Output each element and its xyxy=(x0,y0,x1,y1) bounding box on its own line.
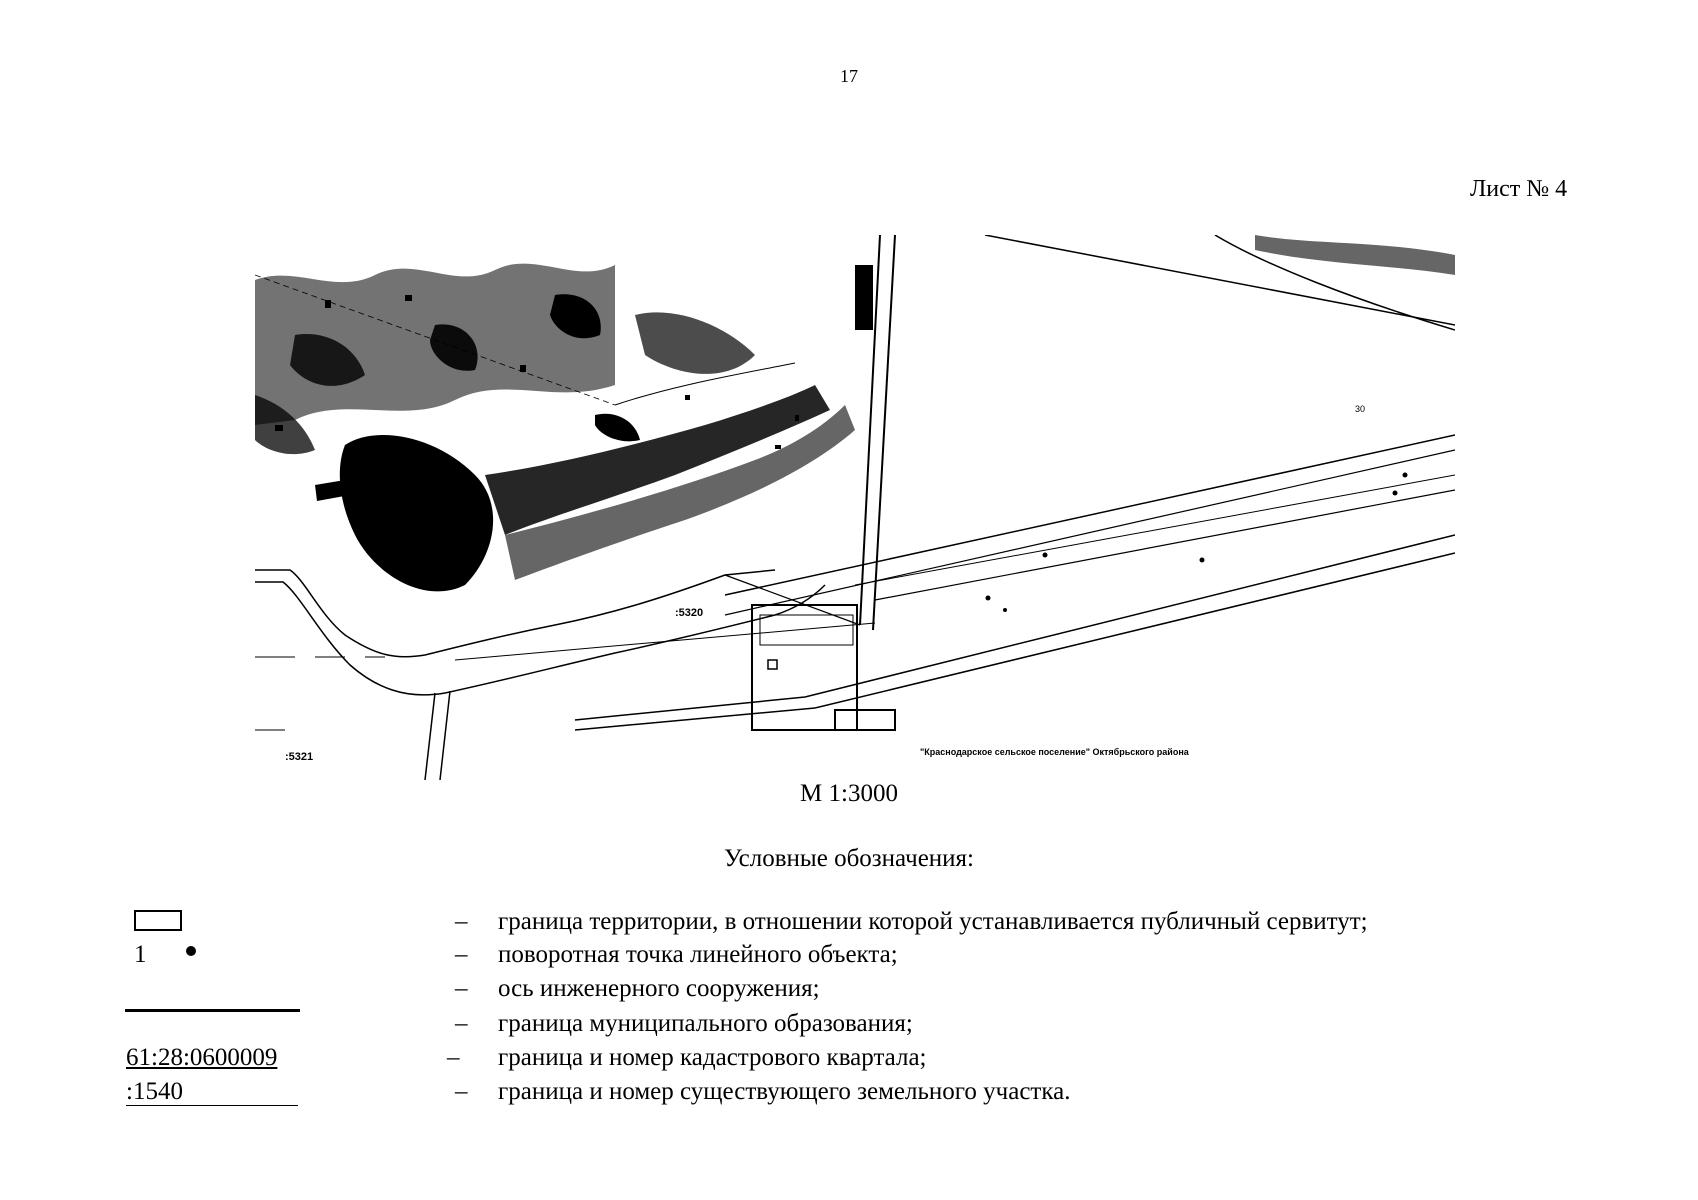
legend-symbol-thick-line xyxy=(125,1009,300,1012)
legend-dash: – xyxy=(455,975,468,1002)
map-scale: М 1:3000 xyxy=(800,780,898,807)
legend: – граница территории, в отношении которо… xyxy=(0,905,1698,1135)
legend-dash: – xyxy=(455,1010,468,1037)
map-label-parcel-bottom-left: :5321 xyxy=(285,751,313,763)
legend-symbol-point-label: 1 xyxy=(134,941,147,968)
legend-title: Условные обозначения: xyxy=(723,845,975,872)
legend-row-cadastral: 61:28:0600009 – граница и номер кадастро… xyxy=(0,1041,1698,1075)
legend-dash: – xyxy=(455,908,468,935)
legend-row-municipal: – граница муниципального образования; xyxy=(0,1007,1698,1041)
vegetation-area xyxy=(255,235,1455,592)
map-label-point: 30 xyxy=(1355,404,1365,414)
map-label-parcel-mid: :5320 xyxy=(675,607,703,619)
legend-row-turning-point: 1 – поворотная точка линейного объекта; xyxy=(0,938,1698,972)
legend-symbol-parcel-number: :1540 xyxy=(126,1075,298,1106)
legend-text: граница и номер кадастрового квартала; xyxy=(498,1044,927,1071)
servitude-boundary xyxy=(751,604,896,731)
legend-dash: – xyxy=(447,1044,460,1071)
legend-row-parcel: :1540 – граница и номер существующего зе… xyxy=(0,1075,1698,1109)
legend-text: граница территории, в отношении которой … xyxy=(498,908,1368,935)
legend-row-axis: – ось инженерного сооружения; xyxy=(0,972,1698,1006)
legend-dash: – xyxy=(455,941,468,968)
legend-text: граница муниципального образования; xyxy=(498,1010,913,1037)
legend-symbol-cadastral-number: 61:28:0600009 xyxy=(126,1044,278,1071)
map-drawing: :5320 :5321 30 "Краснодарское сельское п… xyxy=(255,235,1455,780)
turning-points xyxy=(985,472,1408,612)
legend-text: ось инженерного сооружения; xyxy=(498,975,820,1002)
map-lines xyxy=(255,235,1455,780)
legend-symbol-rectangle xyxy=(134,910,182,931)
legend-text: поворотная точка линейного объекта; xyxy=(498,941,898,968)
map-fragment: :5320 :5321 30 "Краснодарское сельское п… xyxy=(255,235,1455,780)
legend-row-servitude: – граница территории, в отношении которо… xyxy=(0,905,1698,939)
map-label-region-note: "Краснодарское сельское поселение" Октяб… xyxy=(920,747,1190,757)
legend-symbol-point xyxy=(186,946,196,956)
sheet-label: Лист № 4 xyxy=(1470,176,1568,202)
legend-text: граница и номер существующего земельного… xyxy=(498,1078,1071,1105)
page-number: 17 xyxy=(840,66,858,86)
legend-dash: – xyxy=(455,1078,468,1105)
